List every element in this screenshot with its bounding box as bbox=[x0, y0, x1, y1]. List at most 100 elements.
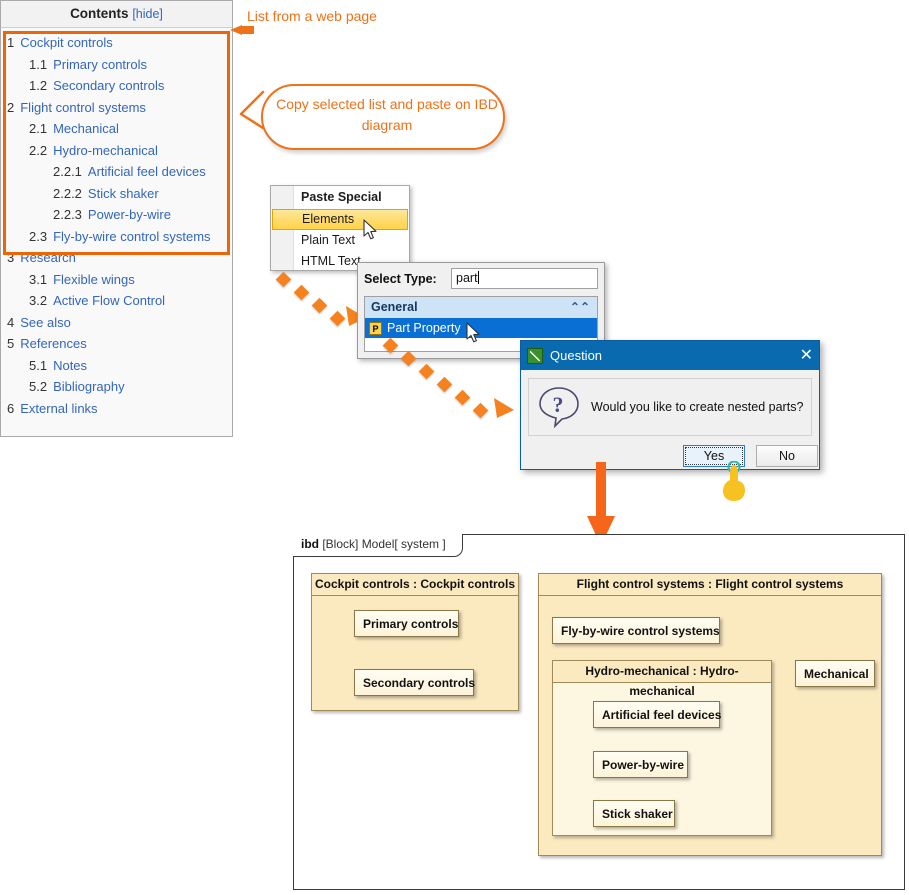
ibd-diagram-frame[interactable]: ibd [Block] Model[ system ] Cockpit cont… bbox=[293, 534, 905, 890]
down-arrow-icon bbox=[586, 462, 616, 548]
toc-item-number: 2.2.2 bbox=[53, 185, 82, 201]
ibd-tab-meta: [Block] Model bbox=[322, 537, 395, 551]
question-message: Would you like to create nested parts? bbox=[591, 400, 804, 414]
toc-item-label: Flexible wings bbox=[53, 271, 135, 287]
part-cockpit-controls[interactable]: Cockpit controls : Cockpit controls Prim… bbox=[311, 573, 519, 711]
select-type-label: Select Type: bbox=[364, 272, 437, 286]
toc-item[interactable]: 2 Flight control systems bbox=[1, 97, 232, 119]
paste-special-menu[interactable]: Paste Special Elements Plain Text HTML T… bbox=[270, 185, 410, 271]
toc-item[interactable]: 2.2.1 Artificial feel devices bbox=[1, 161, 232, 183]
part-header: Flight control systems : Flight control … bbox=[539, 574, 881, 596]
callout-body bbox=[261, 84, 505, 150]
yes-button-label: Yes bbox=[703, 449, 725, 463]
leaf-fly-by-wire-control-systems[interactable]: Fly-by-wire control systems bbox=[552, 617, 720, 644]
toc-item[interactable]: 2.2 Hydro-mechanical bbox=[1, 140, 232, 162]
toc-item-label: Cockpit controls bbox=[20, 35, 113, 50]
toc-title: Contents bbox=[70, 6, 129, 21]
part-header: Cockpit controls : Cockpit controls bbox=[312, 574, 518, 596]
toc-item[interactable]: 3.2 Active Flow Control bbox=[1, 290, 232, 312]
ibd-tab-scope: [ system ] bbox=[394, 537, 446, 551]
toc-item[interactable]: 2.3 Fly-by-wire control systems bbox=[1, 226, 232, 248]
toc-item-label: Mechanical bbox=[53, 121, 119, 136]
toc-item-label: Flight control systems bbox=[20, 99, 146, 115]
toc-item-label: External links bbox=[20, 400, 98, 416]
toc-item[interactable]: 1 Cockpit controls bbox=[1, 32, 232, 54]
result-item-label: Part Property bbox=[387, 321, 461, 335]
toc-item-number: 1 bbox=[7, 35, 15, 50]
text-caret bbox=[477, 271, 479, 284]
toc-item-number: 3.2 bbox=[29, 293, 48, 308]
question-body: ? Would you like to create nested parts? bbox=[528, 378, 812, 436]
toc-item[interactable]: 6 External links bbox=[1, 398, 232, 420]
select-type-input[interactable]: part bbox=[451, 268, 598, 289]
toc-item-number: 2.2 bbox=[29, 142, 48, 158]
toc-item-label: Hydro-mechanical bbox=[53, 142, 158, 158]
toc-item-label: Fly-by-wire control systems bbox=[53, 228, 211, 244]
chevron-up-double-icon[interactable]: ⌃⌃ bbox=[569, 300, 590, 314]
leaf-mechanical[interactable]: Mechanical bbox=[795, 660, 875, 687]
ibd-diagram-tab: ibd [Block] Model[ system ] bbox=[293, 534, 463, 557]
leaf-stick-shaker[interactable]: Stick shaker bbox=[593, 800, 675, 827]
toc-item-label: Artificial feel devices bbox=[87, 164, 206, 179]
leaf-artificial-feel-devices[interactable]: Artificial feel devices bbox=[593, 701, 721, 728]
menu-item-plain-text[interactable]: Plain Text bbox=[301, 233, 355, 247]
yes-button[interactable]: Yes bbox=[683, 445, 745, 467]
ibd-tab-kind: ibd bbox=[301, 537, 319, 551]
part-flight-control-systems[interactable]: Flight control systems : Flight control … bbox=[538, 573, 882, 856]
toc-item-number: 2.3 bbox=[29, 228, 48, 244]
leaf-secondary-controls[interactable]: Secondary controls bbox=[354, 669, 475, 696]
close-icon[interactable]: ✕ bbox=[799, 346, 813, 364]
toc-item-label: Active Flow Control bbox=[53, 293, 166, 308]
menu-item-html-text[interactable]: HTML Text bbox=[301, 254, 361, 268]
no-button[interactable]: No bbox=[756, 445, 818, 467]
toc-item-number: 2 bbox=[7, 99, 15, 115]
arrow-to-toc-icon bbox=[228, 22, 254, 35]
part-property-icon: P bbox=[369, 321, 382, 335]
toc-item-number: 2.2.1 bbox=[53, 164, 82, 179]
toc-item-label: References bbox=[20, 336, 87, 351]
click-hand-icon bbox=[719, 460, 749, 503]
result-item-part-property[interactable]: P Part Property bbox=[365, 318, 597, 338]
toc-item-label: Power-by-wire bbox=[87, 207, 171, 222]
toc-item[interactable]: 2.2.3 Power-by-wire bbox=[1, 204, 232, 226]
toc-item-label: See also bbox=[20, 314, 71, 330]
app-icon bbox=[527, 347, 543, 364]
toc-item-label: Research bbox=[20, 250, 76, 265]
toc-item-label: Bibliography bbox=[53, 379, 125, 394]
toc-item-number: 6 bbox=[7, 400, 15, 416]
annotation-callout-bubble: Copy selected list and paste on IBD diag… bbox=[233, 84, 505, 150]
question-title-text: Question bbox=[550, 348, 603, 363]
toc-hide-link[interactable]: [hide] bbox=[132, 7, 163, 21]
select-type-input-value: part bbox=[456, 271, 478, 285]
leaf-power-by-wire[interactable]: Power-by-wire bbox=[593, 751, 688, 778]
leaf-primary-controls[interactable]: Primary controls bbox=[354, 610, 459, 637]
toc-item[interactable]: 2.1 Mechanical bbox=[1, 118, 232, 140]
toc-item-number: 2.1 bbox=[29, 121, 48, 136]
toc-item-number: 1.1 bbox=[29, 56, 48, 72]
toc-item-label: Notes bbox=[53, 357, 88, 373]
menu-item-elements[interactable]: Elements bbox=[272, 209, 408, 230]
svg-text:?: ? bbox=[553, 392, 564, 417]
toc-item[interactable]: 5 References bbox=[1, 333, 232, 355]
select-type-row: Select Type: part bbox=[364, 268, 598, 290]
toc-item-number: 2.2.3 bbox=[53, 207, 82, 222]
toc-item-number: 5 bbox=[7, 336, 15, 351]
part-header: Hydro-mechanical : Hydro-mechanical bbox=[553, 661, 771, 698]
results-group-header[interactable]: General ⌃⌃ bbox=[365, 297, 597, 318]
select-type-results-list[interactable]: General ⌃⌃ P Part Property bbox=[364, 296, 598, 352]
focus-ring bbox=[685, 447, 743, 465]
toc-item-number: 3 bbox=[7, 250, 15, 265]
toc-item-number: 1.2 bbox=[29, 78, 48, 93]
question-dialog[interactable]: Question ✕ ? Would you like to create ne… bbox=[520, 340, 820, 470]
part-hydro-mechanical[interactable]: Hydro-mechanical : Hydro-mechanical Arti… bbox=[552, 660, 772, 836]
toc-item[interactable]: 3 Research bbox=[1, 247, 232, 269]
